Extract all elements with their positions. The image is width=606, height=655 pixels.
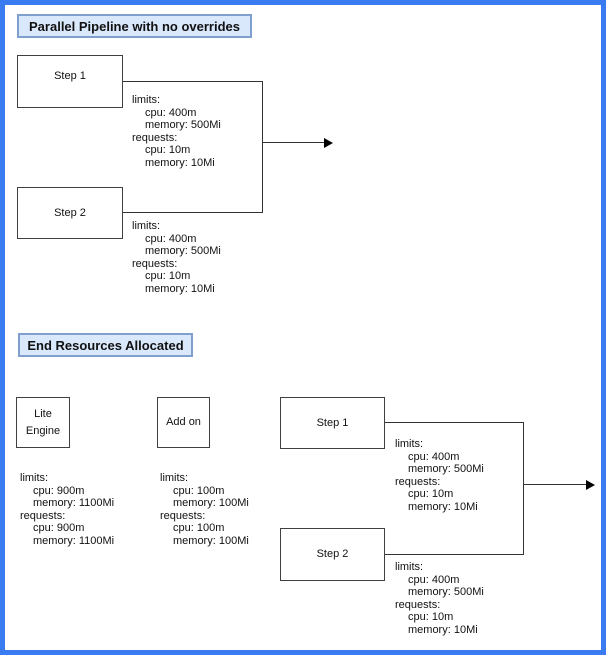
resource-line: cpu: 400m: [145, 232, 197, 245]
resource-line: cpu: 10m: [145, 270, 191, 283]
resource-line: cpu: 400m: [145, 106, 197, 119]
resource-line: memory: 10Mi: [408, 500, 478, 513]
resource-line: limits:: [160, 472, 189, 484]
arrowhead-right-icon-2: [586, 480, 595, 490]
connector-end-step1-out: [385, 422, 523, 423]
resource-line: memory: 500Mi: [408, 463, 484, 476]
resource-line: memory: 500Mi: [145, 119, 221, 132]
resource-line: cpu: 10m: [408, 611, 454, 624]
resource-block-lite-engine: limits: cpu: 900m memory: 1100Mi request…: [20, 472, 114, 548]
resource-line: cpu: 100m: [173, 522, 225, 535]
resource-line: limits:: [20, 472, 49, 484]
resource-line: cpu: 900m: [33, 484, 85, 497]
section2-title: End Resources Allocated: [18, 333, 193, 357]
connector-step1-out: [123, 81, 262, 82]
resource-line: memory: 10Mi: [145, 156, 215, 169]
resource-line: limits:: [395, 561, 424, 573]
connector-join-vertical-2: [523, 422, 524, 555]
connector-join-vertical-1: [262, 81, 263, 213]
resource-line: requests:: [395, 475, 441, 488]
resource-line: memory: 1100Mi: [33, 497, 115, 510]
node-step2-pipeline: Step 2: [17, 187, 123, 239]
resource-line: cpu: 400m: [408, 450, 460, 463]
resource-block-pipeline-step1: limits: cpu: 400m memory: 500Mi requests…: [132, 94, 221, 170]
resource-block-end-step1: limits: cpu: 400m memory: 500Mi requests…: [395, 438, 484, 514]
resource-line: memory: 100Mi: [173, 497, 249, 510]
resource-block-end-step2: limits: cpu: 400m memory: 500Mi requests…: [395, 561, 484, 637]
resource-line: cpu: 400m: [408, 573, 460, 586]
resource-line: limits:: [395, 438, 424, 450]
node-step2-end: Step 2: [280, 528, 385, 581]
resource-line: requests:: [160, 509, 206, 522]
resource-line: limits:: [132, 94, 161, 106]
node-step1-pipeline: Step 1: [17, 55, 123, 108]
connector-output-arrow-1: [262, 142, 324, 143]
resource-line: memory: 10Mi: [145, 282, 215, 295]
node-lite-engine-label-line1: Lite: [34, 407, 52, 420]
resource-block-addon: limits: cpu: 100m memory: 100Mi requests…: [160, 472, 249, 548]
resource-line: requests:: [395, 598, 441, 611]
resource-line: limits:: [132, 220, 161, 232]
resource-line: memory: 10Mi: [408, 623, 478, 636]
section1-title: Parallel Pipeline with no overrides: [17, 14, 252, 38]
node-lite-engine: Lite Engine: [16, 397, 70, 448]
node-step1-end-label: Step 1: [316, 416, 349, 429]
resource-line: cpu: 900m: [33, 522, 85, 535]
connector-step2-out: [123, 212, 262, 213]
node-lite-engine-label-line2: Engine: [25, 424, 61, 437]
connector-output-arrow-2: [523, 484, 586, 485]
node-step2-end-label: Step 2: [316, 548, 349, 560]
resource-block-pipeline-step2: limits: cpu: 400m memory: 500Mi requests…: [132, 220, 221, 296]
resource-line: requests:: [132, 257, 178, 270]
resource-line: memory: 500Mi: [145, 245, 221, 258]
resource-line: memory: 500Mi: [408, 586, 484, 599]
node-step1-pipeline-label: Step 1: [54, 70, 86, 82]
node-addon: Add on: [157, 397, 210, 448]
resource-line: requests:: [132, 131, 178, 144]
resource-line: cpu: 100m: [173, 484, 225, 497]
arrowhead-right-icon-1: [324, 138, 333, 148]
node-addon-label: Add on: [166, 416, 201, 428]
resource-line: cpu: 10m: [145, 144, 191, 157]
resource-line: memory: 100Mi: [173, 534, 249, 547]
resource-line: requests:: [20, 509, 66, 522]
node-step2-pipeline-label: Step 2: [54, 206, 86, 219]
connector-end-step2-out: [385, 554, 523, 555]
node-step1-end: Step 1: [280, 397, 385, 449]
resource-line: memory: 1100Mi: [33, 534, 115, 547]
resource-line: cpu: 10m: [408, 488, 454, 501]
